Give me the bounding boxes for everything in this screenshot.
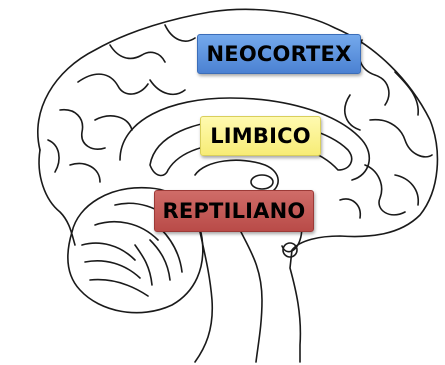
cerebellum-folia <box>82 243 135 260</box>
gyrus-line <box>345 95 360 130</box>
gyrus-line <box>78 74 148 94</box>
gyrus-line <box>48 140 59 172</box>
cerebellum-folia <box>85 261 140 278</box>
cerebellum-tree <box>150 240 170 280</box>
gyrus-line <box>60 110 105 149</box>
gyrus-line <box>70 164 100 182</box>
thalamus-oval <box>251 175 273 189</box>
brainstem-front <box>240 230 262 362</box>
gyrus-line <box>110 45 165 62</box>
cerebrum-outline-lower <box>39 150 75 245</box>
cerebellum-folia <box>90 280 148 296</box>
cerebellum-folia <box>95 222 158 240</box>
reptiliano-label: REPTILIANO <box>154 190 314 232</box>
gyrus-line <box>150 80 185 94</box>
brainstem-back <box>195 232 212 362</box>
gyrus-line <box>340 199 360 218</box>
gyrus-line <box>365 165 405 215</box>
cerebellum-tree <box>160 228 182 272</box>
cerebellum-tree <box>135 245 152 285</box>
gyrus-line <box>165 25 195 41</box>
limbico-label: LIMBICO <box>200 116 321 156</box>
neocortex-label: NEOCORTEX <box>197 34 361 74</box>
gyrus-line <box>370 120 432 157</box>
gyrus-line <box>395 175 418 205</box>
gyrus-line <box>359 40 389 105</box>
gyrus-line <box>95 116 132 130</box>
